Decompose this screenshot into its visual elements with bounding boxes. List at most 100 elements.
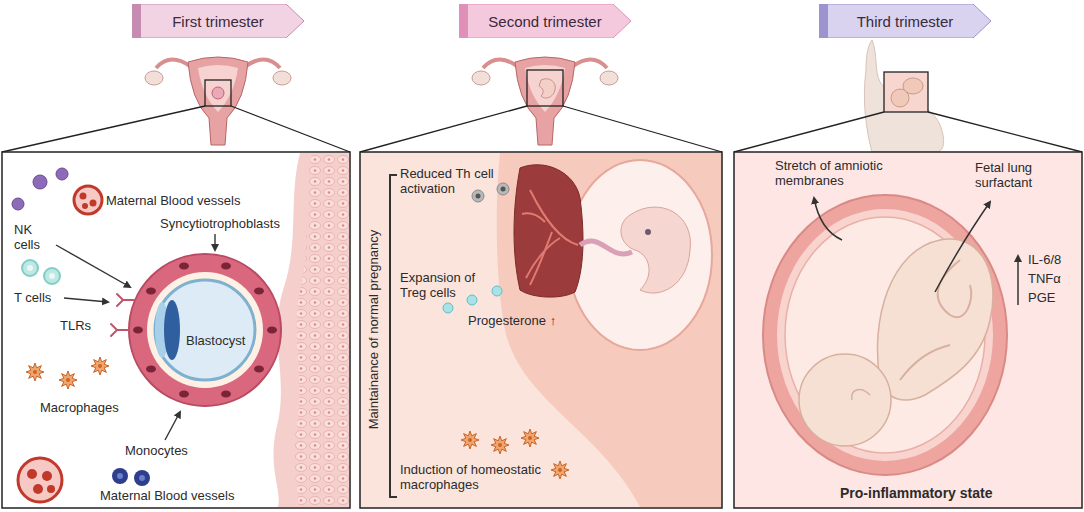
term-uterus-scene-part (734, 152, 1082, 508)
blood-vessel-part (74, 186, 102, 214)
banner-title: Second trimester (488, 13, 601, 30)
panel-frames-part (734, 152, 1082, 508)
th-cells (472, 183, 509, 202)
zoom-lines-part (734, 112, 884, 152)
treg-cells-part (492, 286, 502, 296)
blood-vessel-part (90, 200, 97, 207)
uterus-icon-part (156, 59, 190, 68)
uterus-icon-part (273, 71, 291, 85)
bracket-label: Maintainance of normal pregnancy (366, 210, 381, 450)
leader-arrows-part (1017, 256, 1019, 305)
banner-shape-part (132, 4, 141, 38)
leader-arrows-part (814, 198, 842, 240)
term-uterus-scene-part (878, 239, 993, 400)
placenta-scene (360, 152, 722, 508)
callout-label: PGE (1028, 290, 1078, 305)
implantation-scene-part (179, 263, 189, 270)
callout-label: Maternal Blood vessels (106, 193, 256, 208)
blood-vessel (18, 458, 62, 502)
zoom-lines-part (563, 106, 722, 152)
pregnant-figure-icon-part (903, 78, 923, 94)
nk-cells-part (56, 168, 68, 180)
leader-arrows-part (56, 245, 130, 287)
macrophages (26, 357, 109, 389)
pregnant-figure-icon-part (864, 40, 943, 152)
uterus-icon-part (198, 65, 238, 112)
t-cells-part (44, 268, 60, 284)
implantation-scene-part (117, 294, 135, 306)
monocytes-part (112, 468, 128, 484)
uterus-icon (145, 57, 291, 145)
th-cells-part (476, 194, 481, 199)
placenta-scene-part (621, 207, 691, 293)
implantation-scene-part (155, 280, 255, 380)
placenta-scene-part (522, 213, 545, 222)
monocytes-part (134, 470, 150, 486)
uterus-icon-part (525, 65, 565, 112)
pregnant-figure-icon (864, 40, 943, 152)
uterus-icon-part (205, 80, 231, 106)
placenta-scene-part (522, 190, 578, 285)
trimester-banner: Second trimester (459, 4, 631, 38)
treg-cells-part (443, 303, 453, 313)
leader-arrows (814, 198, 1018, 305)
leader-arrows-part (64, 298, 108, 302)
panel-frames (2, 152, 1082, 508)
nk-cells-part (12, 198, 24, 210)
macrophages-part (521, 429, 539, 447)
t-cells-part (27, 265, 33, 271)
banner-shape-part (819, 4, 991, 38)
callout-label: TNFα (1028, 271, 1078, 286)
callout-label: Pro-inflammatory state (840, 486, 1040, 501)
implantation-scene-part (133, 327, 143, 334)
placenta-scene-part (360, 152, 722, 508)
uterus-icon-part (539, 79, 555, 98)
placenta-scene-part (514, 165, 583, 297)
zoom-lines-part (2, 106, 205, 152)
banner-shape-part (459, 4, 631, 38)
callout-label: Reduced Th cell activation (400, 166, 510, 196)
implantation-scene-part (267, 327, 277, 334)
implantation-scene-part (146, 366, 156, 373)
th-cells-part (497, 183, 509, 195)
placenta-scene-part (568, 160, 712, 350)
zoom-lines (2, 106, 1082, 152)
callout-label: TLRs (60, 318, 100, 333)
implantation-scene-part (111, 294, 135, 336)
bracket (390, 175, 397, 497)
blood-vessel-part (80, 193, 87, 200)
panel-frames-part (2, 152, 350, 508)
term-uterus-scene-part (852, 390, 870, 400)
implantation-scene (2, 152, 350, 508)
monocytes-part (117, 473, 123, 479)
macrophages-part (461, 431, 479, 449)
callout-label: Stretch of amniotic membranes (775, 158, 900, 188)
implantation-scene-part (129, 254, 281, 406)
pregnant-figure-icon-part (884, 72, 928, 112)
uterus-icon-part (188, 57, 248, 145)
callout-label: IL-6/8 (1028, 252, 1078, 267)
banner-title: Third trimester (857, 13, 954, 30)
callout-label: Expansion of Treg cells (400, 270, 495, 300)
callout-label: Induction of homeostatic macrophages (400, 462, 560, 492)
leader-arrows-part (165, 412, 180, 440)
blood-vessel-part (18, 458, 62, 502)
t-cells-part (49, 273, 55, 279)
uterus-icon-part (145, 71, 163, 85)
term-uterus-scene-part (763, 195, 1007, 475)
uterus-icon-part (573, 59, 607, 68)
placenta-scene-part (645, 229, 651, 235)
macrophages-part (91, 357, 109, 375)
banner-title: First trimester (172, 13, 264, 30)
implantation-scene-part (179, 391, 189, 398)
term-uterus-scene (734, 152, 1082, 508)
implantation-scene-part (2, 152, 350, 508)
callout-label: Monocytes (125, 443, 205, 458)
uterus-icon-part (483, 59, 517, 68)
callout-label: NK cells (14, 222, 58, 252)
leader-arrows-part (214, 234, 215, 250)
monocytes-part (139, 475, 145, 481)
blood-vessel (74, 186, 102, 214)
